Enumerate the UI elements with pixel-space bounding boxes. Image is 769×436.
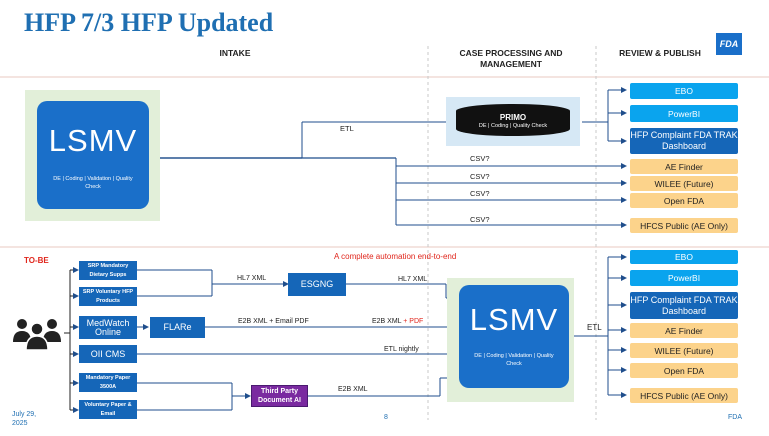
esgng-box: ESGNG [288, 273, 346, 296]
output-ebo-top: EBO [630, 83, 738, 99]
output-wilee-top: WILEE (Future) [630, 176, 738, 191]
source-medwatch-online: MedWatch Online [79, 316, 137, 339]
column-header-case-processing: CASE PROCESSING AND MANAGEMENT [459, 48, 563, 69]
csv-label-1: CSV? [470, 154, 490, 163]
lsmv-top-box: LSMV DE | Coding | Validation | Quality … [37, 101, 149, 209]
hl7-label-2: HL7 XML [398, 276, 428, 283]
page-title: HFP 7/3 HFP Updated [24, 8, 274, 37]
primo-subtitle: DE | Coding | Quality Check [478, 123, 548, 129]
e2b-pdf-label: E2B XML + PDF [372, 318, 423, 325]
fda-logo: FDA [716, 33, 742, 55]
csv-label-3: CSV? [470, 189, 490, 198]
output-hfp-dashboard-top: HFP Complaint FDA TRAK Dashboard [630, 128, 738, 154]
source-mandatory-paper: Mandatory Paper 3500A [79, 373, 137, 392]
e2b-pdf-label-a: E2B XML [372, 318, 402, 325]
document-ai-box: Third Party Document AI [251, 385, 308, 407]
primo-title: PRIMO [499, 113, 527, 122]
etl-label-top: ETL [340, 124, 354, 133]
to-be-label: TO-BE [24, 256, 49, 265]
flare-box: FLARe [150, 317, 205, 338]
source-oii-cms: OII CMS [79, 345, 137, 363]
footer-date: July 29, 2025 [12, 411, 37, 427]
output-ae-finder-bottom: AE Finder [630, 323, 738, 338]
output-openfda-bottom: Open FDA [630, 363, 738, 378]
lsmv-top-title: LSMV [48, 123, 138, 158]
output-hfcs-public-top: HFCS Public (AE Only) [630, 218, 738, 233]
lsmv-bottom-subtitle: DE | Coding | Validation | Quality Check [474, 353, 554, 367]
output-wilee-bottom: WILEE (Future) [630, 343, 738, 358]
primo-database: PRIMO DE | Coding | Quality Check [456, 104, 570, 136]
output-ae-finder-top: AE Finder [630, 159, 738, 174]
people-icon [13, 319, 61, 350]
e2b-label: E2B XML [338, 386, 368, 393]
source-srp-mandatory: SRP Mandatory Dietary Supps [79, 261, 137, 280]
e2b-email-label: E2B XML + Email PDF [238, 318, 309, 325]
output-openfda-top: Open FDA [630, 193, 738, 208]
csv-label-2: CSV? [470, 172, 490, 181]
etl-nightly-label: ETL nightly [384, 346, 419, 353]
output-powerbi-top: PowerBI [630, 105, 738, 122]
source-srp-voluntary: SRP Voluntary HFP Products [79, 287, 137, 306]
hl7-label-1: HL7 XML [237, 275, 267, 282]
output-ebo-bottom: EBO [630, 250, 738, 264]
output-hfcs-public-bottom: HFCS Public (AE Only) [630, 388, 738, 403]
column-header-review-publish: REVIEW & PUBLISH [619, 48, 701, 58]
column-header-intake: INTAKE [219, 48, 251, 58]
output-powerbi-bottom: PowerBI [630, 270, 738, 286]
footer-page-number: 8 [384, 414, 388, 421]
lsmv-bottom-title: LSMV [469, 302, 559, 337]
lsmv-top-subtitle: DE | Coding | Validation | Quality Check [53, 176, 133, 190]
footer-agency: FDA [728, 414, 742, 421]
e2b-pdf-label-b: + PDF [403, 318, 424, 325]
lsmv-bottom-box: LSMV DE | Coding | Validation | Quality … [459, 285, 569, 388]
etl-label-bottom: ETL [587, 323, 602, 332]
source-voluntary-paper: Voluntary Paper & Email [79, 400, 137, 419]
csv-label-4: CSV? [470, 215, 490, 224]
automation-note: A complete automation end-to-end [334, 252, 457, 261]
output-hfp-dashboard-bottom: HFP Complaint FDA TRAK Dashboard [630, 292, 738, 319]
